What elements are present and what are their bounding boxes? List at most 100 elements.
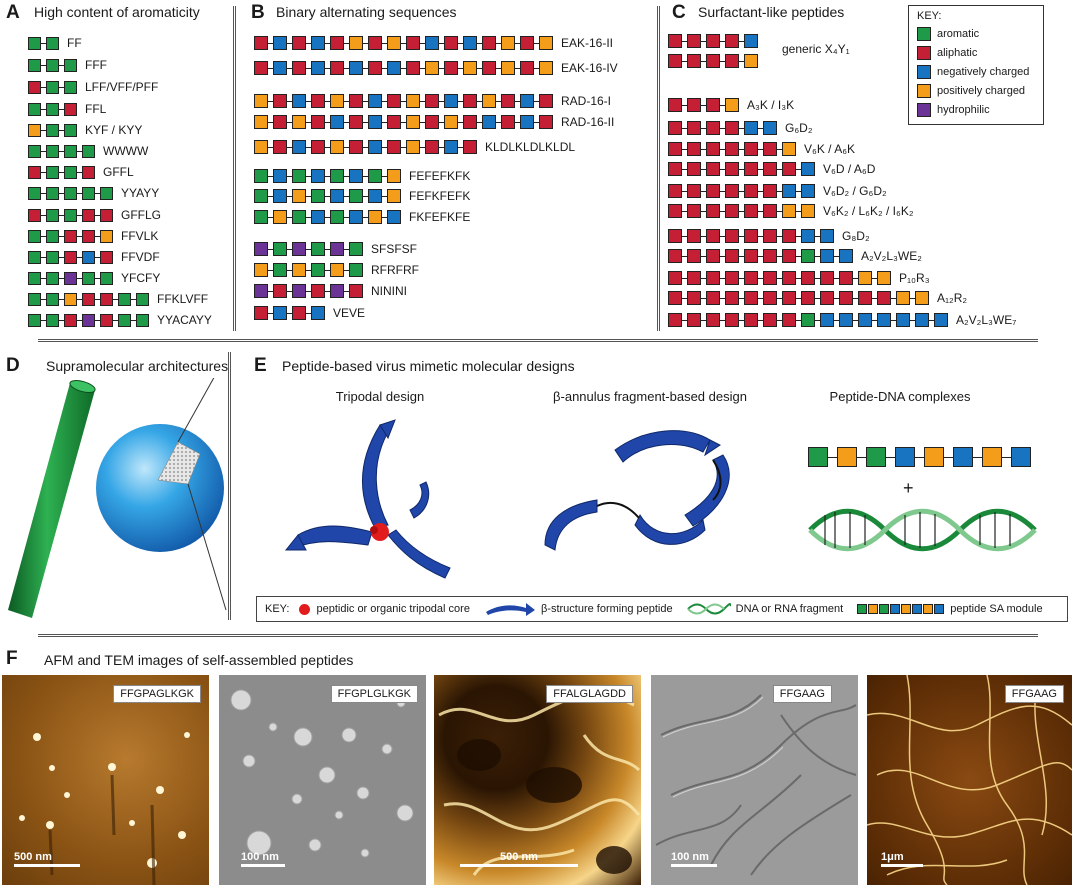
residue-square [118, 292, 131, 306]
residue-link [131, 298, 136, 300]
residue-square [425, 61, 439, 75]
residue-square [520, 36, 534, 50]
residue-square [501, 94, 515, 108]
residue-square [82, 208, 95, 222]
afm-image-3: FFALGLAGDD 500 nm [434, 675, 641, 885]
sequence-row: FFF [28, 57, 107, 73]
residue-square [725, 204, 739, 218]
residue-square [368, 115, 382, 129]
residue-link [363, 67, 368, 69]
residue-link [439, 100, 444, 102]
residue-square [520, 94, 534, 108]
residue-link [720, 104, 725, 106]
residue-link [268, 269, 273, 271]
residue-square [482, 61, 496, 75]
residue-link [929, 319, 934, 321]
residue-link [682, 60, 687, 62]
sequence-row: GFFL [28, 164, 134, 180]
residue-link [420, 42, 425, 44]
residue-square [118, 313, 131, 327]
divider-top-middle [38, 339, 1038, 342]
residue-link [344, 146, 349, 148]
residue-link [401, 146, 406, 148]
residue-link [439, 146, 444, 148]
residue-link [796, 190, 801, 192]
residue-square [406, 36, 420, 50]
afm-image-1: FFGPAGLKGK 500 nm [2, 675, 209, 885]
residue-link [268, 312, 273, 314]
residue-square [64, 229, 77, 243]
module-residue [924, 447, 944, 467]
sequence-row: FFL [28, 101, 106, 117]
residue-link [701, 255, 706, 257]
residue-link [720, 297, 725, 299]
residue-square [349, 189, 363, 203]
residue-link [758, 235, 763, 237]
residue-link [95, 319, 100, 321]
residue-square [687, 54, 701, 68]
residue-link [382, 67, 387, 69]
residue-link [720, 190, 725, 192]
module-key-residue [901, 604, 912, 614]
sequence-label: KLDLKLDLKLDL [485, 140, 576, 154]
sequence-label: EAK-16-II [561, 36, 614, 50]
residue-link [59, 192, 64, 194]
residue-square [28, 229, 41, 243]
residue-square [782, 142, 796, 156]
key-item-hydrophilic: hydrophilic [917, 100, 1043, 119]
residue-link [458, 121, 463, 123]
sequence-label: FF [67, 36, 82, 50]
residue-link [287, 248, 292, 250]
residue-link [534, 121, 539, 123]
residue-square [349, 140, 363, 154]
residue-link [739, 148, 744, 150]
module-residue [953, 447, 973, 467]
residue-square [254, 61, 268, 75]
sequence-label: A₃K / I₃K [747, 98, 795, 112]
residue-square [744, 34, 758, 48]
residue-link [758, 148, 763, 150]
residue-link [458, 67, 463, 69]
residue-link [758, 210, 763, 212]
residue-square [330, 284, 344, 298]
residue-square [463, 61, 477, 75]
residue-square [706, 271, 720, 285]
residue-square [687, 162, 701, 176]
residue-link [739, 40, 744, 42]
tem-image-2: FFGPLGLKGK 100 nm [219, 675, 426, 885]
image-3-label: FFALGLAGDD [546, 685, 633, 703]
residue-link [496, 42, 501, 44]
panel-d-title: Supramolecular architectures [46, 358, 229, 374]
module-residue [808, 447, 828, 467]
sequence-row: FEFEFKFK [254, 168, 470, 184]
residue-square [46, 229, 59, 243]
residue-link [739, 297, 744, 299]
residue-link [682, 235, 687, 237]
residue-link [77, 277, 82, 279]
residue-link [325, 100, 330, 102]
residue-square [292, 284, 306, 298]
residue-square [28, 208, 41, 222]
residue-link [59, 256, 64, 258]
residue-square [877, 313, 891, 327]
residue-link [306, 175, 311, 177]
residue-link [739, 210, 744, 212]
panel-a-title: High content of aromaticity [34, 4, 200, 20]
residue-square [273, 189, 287, 203]
residue-square [782, 291, 796, 305]
residue-link [306, 269, 311, 271]
residue-link [59, 214, 64, 216]
residue-square [539, 36, 553, 50]
residue-square [782, 184, 796, 198]
residue-link [59, 171, 64, 173]
residue-link [344, 216, 349, 218]
sequence-row: RFRFRF [254, 262, 419, 278]
residue-square [82, 292, 95, 306]
residue-square [28, 292, 41, 306]
residue-link [796, 210, 801, 212]
residue-link [910, 319, 915, 321]
residue-link [739, 190, 744, 192]
residue-square [82, 313, 95, 327]
residue-square [330, 263, 344, 277]
residue-square [311, 306, 325, 320]
